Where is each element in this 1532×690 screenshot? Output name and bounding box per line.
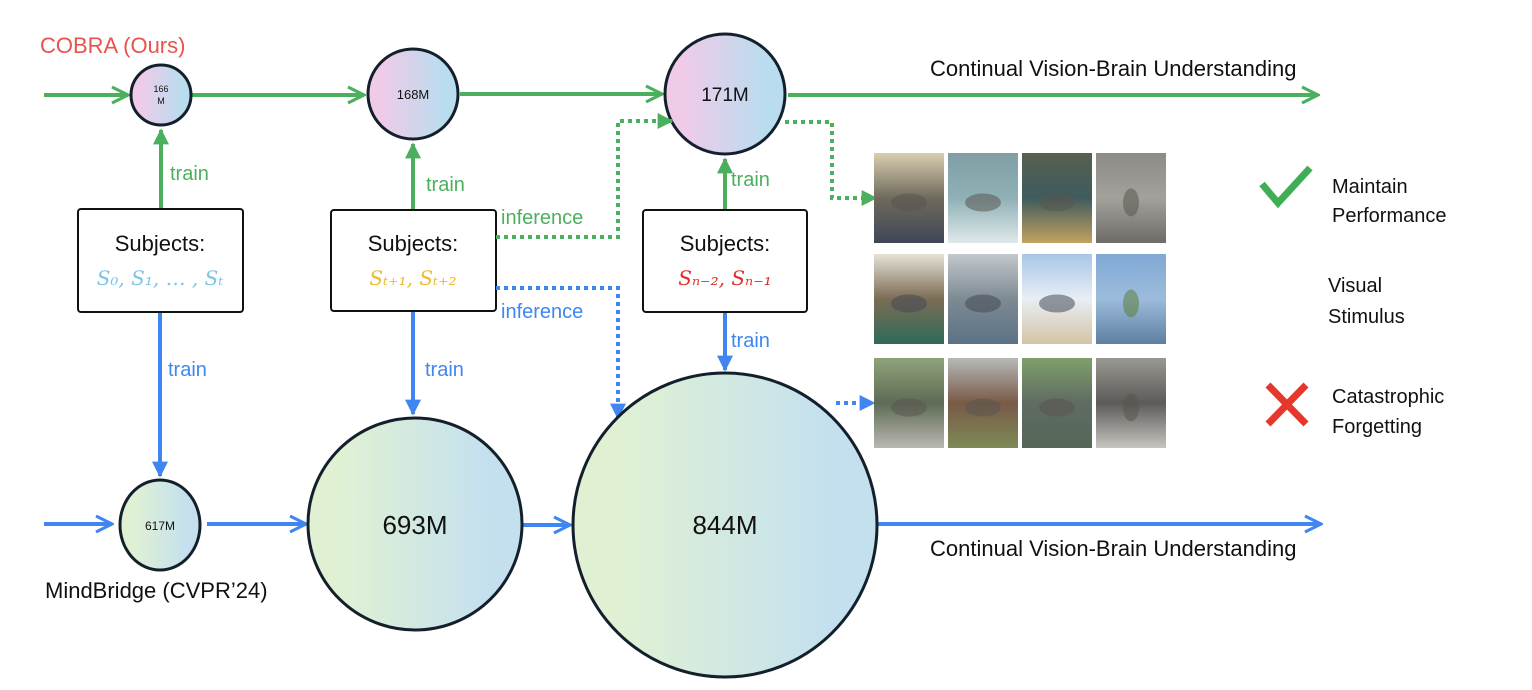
mindbridge-node-label: 617M	[145, 519, 175, 533]
cobra-train-label-1: train	[426, 174, 465, 196]
cross-icon	[1265, 382, 1309, 427]
image-subject-airplane-on-beach	[1039, 193, 1075, 212]
cobra-train-label-2: train	[731, 169, 770, 191]
mindbridge-reconstructions-image-2	[1022, 358, 1092, 448]
cobra-node-label: 171M	[701, 85, 749, 106]
cobra-node-0: 166 M	[129, 63, 193, 127]
visual-stimulus-image-3	[1096, 254, 1166, 344]
image-subject-boat-on-water	[965, 398, 1001, 417]
mindbridge-method-label: MindBridge (CVPR’24)	[45, 578, 268, 603]
cobra-inference-arrow-out	[785, 120, 878, 206]
cobra-stream: Continual Vision-Brain Understanding 166…	[44, 32, 1318, 156]
image-subject-airplane-on-beach	[1039, 398, 1075, 417]
mindbridge-train-label-1: train	[425, 359, 464, 381]
mindbridge-node-circle	[306, 416, 524, 632]
image-subject-boat-on-water	[965, 294, 1001, 313]
visual-stimulus-image-1	[948, 254, 1018, 344]
mindbridge-node-circle	[571, 371, 879, 679]
subject-box-0: Subjects: S₀, S₁, … , Sₜ	[77, 208, 244, 313]
cobra-node-label-line1: 166	[153, 84, 168, 94]
mindbridge-train-edges: train train train	[152, 312, 770, 478]
row-label-line2: Performance	[1332, 205, 1447, 227]
image-subject-indoor-person-at-desk	[891, 294, 927, 313]
cobra-reconstructions-image-1	[948, 153, 1018, 243]
subject-box-subjects: Sₙ₋₂, Sₙ₋₁	[678, 266, 771, 290]
subject-box-2: Subjects: Sₙ₋₂, Sₙ₋₁	[642, 209, 808, 313]
cobra-node-label-line2: M	[157, 96, 165, 106]
cobra-node-2: 171M	[663, 32, 787, 156]
mindbridge-stream: Continual Vision-Brain Understanding 617…	[44, 371, 1321, 679]
cobra-node-1: 168M	[366, 47, 460, 141]
mindbridge-node-label: 844M	[692, 510, 757, 540]
row-label-line1: Maintain	[1332, 176, 1408, 198]
mindbridge-node-circle	[118, 478, 202, 572]
cobra-train-edges: train train train	[153, 128, 770, 209]
cobra-node-circle	[366, 47, 460, 141]
mindbridge-reconstructions-image-3	[1096, 358, 1166, 448]
mindbridge-stream-label: Continual Vision-Brain Understanding	[930, 536, 1296, 561]
subject-box-frame	[642, 209, 808, 313]
visual-stimulus-image-0	[874, 254, 944, 344]
cobra-node-label: 168M	[397, 87, 430, 102]
image-grid	[874, 153, 1166, 448]
subject-box-title: Subjects:	[680, 231, 771, 256]
image-subject-airplane-on-beach	[1039, 294, 1075, 313]
row-label-line2: Stimulus	[1328, 306, 1405, 328]
mindbridge-reconstructions-image-0	[874, 358, 944, 448]
row-annotations: Maintain Performance Visual Stimulus Cat…	[1259, 165, 1447, 438]
row-label-line1: Visual	[1328, 275, 1382, 297]
mindbridge-inference-label: inference	[501, 301, 583, 323]
cobra-node-circle	[663, 32, 787, 156]
cobra-stream-label: Continual Vision-Brain Understanding	[930, 56, 1296, 81]
row-label-line2: Forgetting	[1332, 416, 1422, 438]
image-subject-boat-on-water	[965, 193, 1001, 212]
cobra-train-label-0: train	[170, 163, 209, 185]
mindbridge-node-2: 844M	[571, 371, 879, 679]
row-label-line1: Catastrophic	[1332, 386, 1444, 408]
subject-box-title: Subjects:	[115, 231, 206, 256]
inference-edges: inference inference	[496, 113, 878, 420]
image-subject-indoor-person-at-desk	[891, 193, 927, 212]
mindbridge-node-0: 617M	[118, 478, 202, 572]
cobra-method-label: COBRA (Ours)	[40, 33, 185, 58]
cobra-inference-label: inference	[501, 207, 583, 229]
cobra-inference-arrow-in	[496, 113, 674, 239]
mindbridge-train-label-0: train	[168, 359, 207, 381]
mindbridge-inference-arrow-in	[496, 286, 626, 420]
mindbridge-train-label-2: train	[731, 330, 770, 352]
cobra-reconstructions-image-3	[1096, 153, 1166, 243]
check-icon	[1259, 165, 1313, 209]
cobra-reconstructions-image-0	[874, 153, 944, 243]
subject-box-frame	[77, 208, 244, 313]
image-subject-bird-on-branch	[1123, 188, 1139, 217]
image-subject-bird-on-branch	[1123, 393, 1139, 422]
mindbridge-node-label: 693M	[382, 510, 447, 540]
visual-stimulus-image-2	[1022, 254, 1092, 344]
mindbridge-reconstructions-image-1	[948, 358, 1018, 448]
image-subject-bird-on-branch	[1123, 289, 1139, 318]
subject-box-1: Subjects: Sₜ₊₁, Sₜ₊₂	[330, 209, 497, 312]
subject-box-frame	[330, 209, 497, 312]
subject-box-subjects: Sₜ₊₁, Sₜ₊₂	[369, 266, 456, 290]
subject-box-title: Subjects:	[368, 231, 459, 256]
cobra-node-circle	[129, 63, 193, 127]
image-subject-indoor-person-at-desk	[891, 398, 927, 417]
cobra-reconstructions-image-2	[1022, 153, 1092, 243]
subject-box-subjects: S₀, S₁, … , Sₜ	[97, 266, 224, 290]
mindbridge-node-1: 693M	[306, 416, 524, 632]
